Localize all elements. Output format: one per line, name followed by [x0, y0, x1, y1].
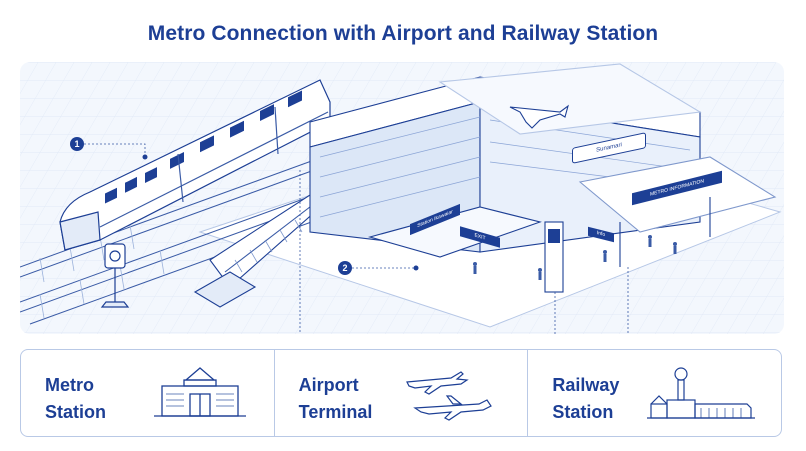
railway-station-building-icon — [647, 367, 756, 419]
rail-ties — [39, 224, 165, 319]
station-sign-post — [100, 243, 130, 308]
roof-airplane — [509, 104, 569, 129]
airplanes-icon — [406, 371, 493, 421]
location-cards: Metro Station Airport Terminal — [20, 349, 782, 437]
station-scene — [20, 62, 784, 334]
card-label: Railway Station — [552, 375, 620, 422]
card-airport-terminal: Airport Terminal — [275, 350, 529, 436]
card-label: Airport Terminal — [298, 375, 373, 422]
leader-lines — [84, 143, 629, 334]
marker-1: 1 — [70, 137, 84, 151]
card-label: Metro Station — [45, 375, 106, 422]
card-metro-station: Metro Station — [21, 350, 275, 436]
metro-station-building-icon — [153, 367, 246, 417]
station-illustration: Sunamari METRO INFORMATION Station Ikawa… — [20, 62, 784, 334]
marker-2: 2 — [338, 261, 352, 275]
page-title: Metro Connection with Airport and Railwa… — [147, 22, 659, 45]
card-railway-station: Railway Station — [528, 350, 781, 436]
people — [473, 235, 677, 280]
metro-train — [59, 79, 331, 251]
